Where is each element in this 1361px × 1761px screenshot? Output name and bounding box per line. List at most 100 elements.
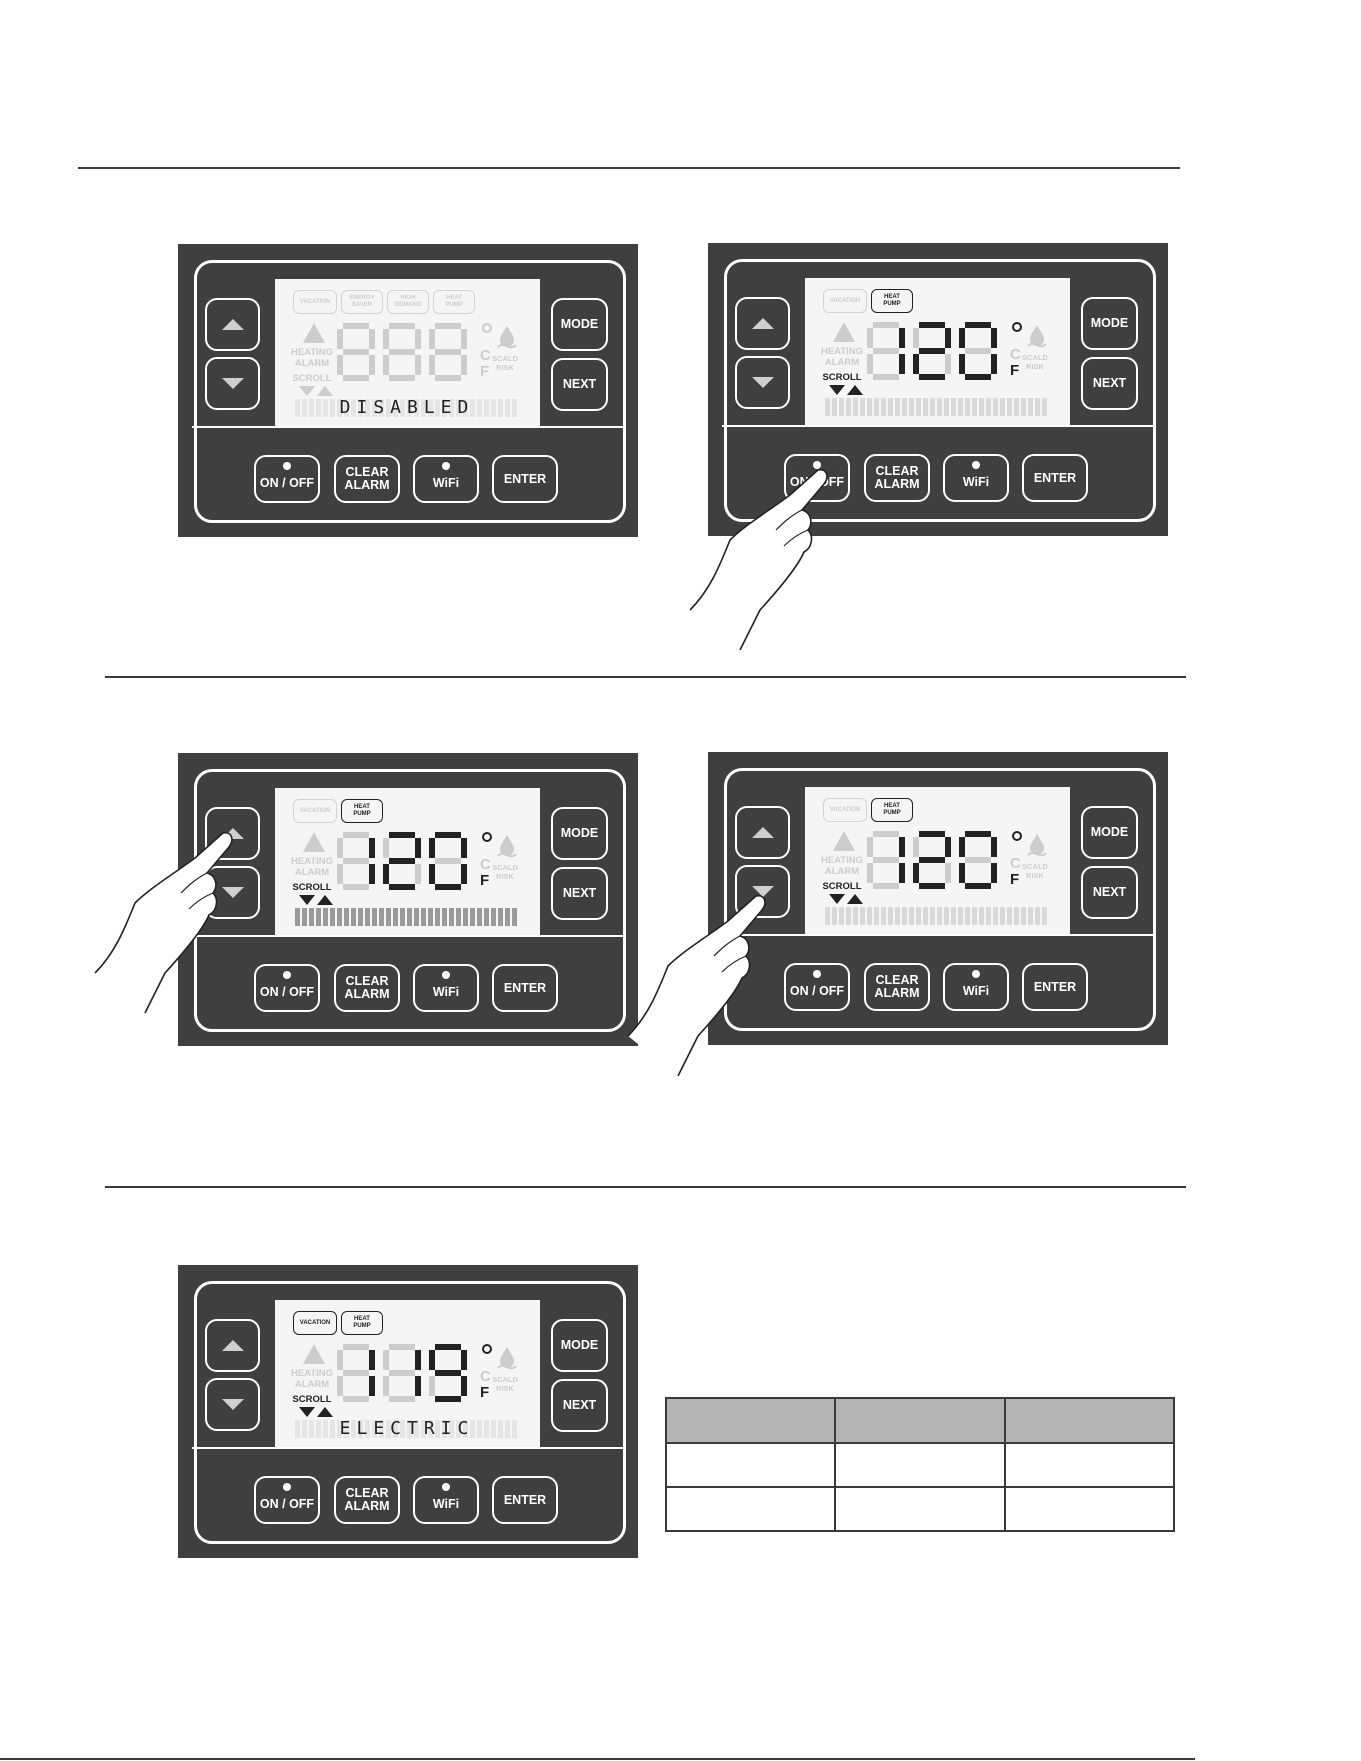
scroll-arrows-icon <box>299 895 333 905</box>
matrix-cell <box>505 399 510 417</box>
next-button[interactable]: NEXT <box>551 358 608 411</box>
saver-text: SAVER <box>351 302 373 308</box>
up-button[interactable] <box>205 298 260 351</box>
matrix-cell <box>337 908 342 926</box>
panel-divider <box>722 934 1154 936</box>
digit-segment <box>389 884 415 890</box>
matrix-cell <box>505 1420 510 1438</box>
digit-segment <box>461 329 467 349</box>
table-header-cell <box>664 1397 837 1444</box>
up-button[interactable] <box>205 1319 260 1372</box>
matrix-cell <box>874 907 879 925</box>
vacation-indicator: VACATION <box>293 1311 337 1335</box>
digit-segment <box>369 329 375 349</box>
down-button[interactable] <box>205 1378 260 1431</box>
digit-segment <box>389 858 415 864</box>
enter-button[interactable]: ENTER <box>492 455 558 503</box>
next-button[interactable]: NEXT <box>551 867 608 920</box>
table-header-cell <box>1003 1397 1176 1444</box>
digit-segment <box>435 832 461 838</box>
digit-segment <box>389 375 415 381</box>
digit-segment <box>899 328 905 348</box>
on-off-button[interactable]: ON / OFF <box>254 455 320 503</box>
matrix-cell <box>386 399 391 417</box>
scald-risk-icon <box>1027 834 1047 857</box>
digit-segment <box>389 349 415 355</box>
matrix-cell <box>407 1420 412 1438</box>
enter-label: ENTER <box>503 471 547 486</box>
wifi-button[interactable]: WiFi <box>943 454 1009 502</box>
scroll-text: SCROLL <box>292 373 332 384</box>
enter-button[interactable]: ENTER <box>492 964 558 1012</box>
vacation-text: VACATION <box>299 1319 331 1326</box>
next-button[interactable]: NEXT <box>1081 866 1138 919</box>
pointing-hand-icon <box>689 468 828 651</box>
digit-segment <box>965 374 991 380</box>
panel-divider <box>192 935 624 937</box>
scroll-arrows-icon <box>829 894 863 904</box>
temperature-value <box>275 279 276 280</box>
matrix-cell <box>470 1420 475 1438</box>
wifi-button[interactable]: WiFi <box>413 964 479 1012</box>
mode-button[interactable]: MODE <box>1081 806 1138 859</box>
digit-segment <box>965 883 991 889</box>
wifi-button[interactable]: WiFi <box>943 963 1009 1011</box>
clear-label-line2: ALARM <box>344 1499 390 1513</box>
table-row <box>664 1442 1176 1488</box>
panel-bezel <box>194 1281 626 1544</box>
on-off-button[interactable]: ON / OFF <box>254 1476 320 1524</box>
matrix-cell <box>1021 398 1026 416</box>
panel-bezel <box>194 260 626 523</box>
up-button[interactable] <box>735 297 790 350</box>
next-button[interactable]: NEXT <box>1081 357 1138 410</box>
digit-segment <box>429 1376 435 1396</box>
down-button[interactable] <box>205 357 260 410</box>
matrix-cell <box>449 1420 454 1438</box>
mode-button[interactable]: MODE <box>551 298 608 351</box>
mode-button[interactable]: MODE <box>551 1319 608 1372</box>
mode-button[interactable]: MODE <box>551 807 608 860</box>
down-arrow-icon <box>221 378 244 389</box>
wifi-button[interactable]: WiFi <box>413 455 479 503</box>
digit-segment <box>435 375 461 381</box>
wifi-indicator-icon <box>972 970 980 978</box>
enter-button[interactable]: ENTER <box>1022 963 1088 1011</box>
digit-segment <box>415 1350 421 1370</box>
info-table <box>664 1397 1176 1532</box>
temperature-digits <box>867 831 997 889</box>
matrix-cell <box>491 399 496 417</box>
scald-text: SCALD <box>492 1375 518 1384</box>
enter-button[interactable]: ENTER <box>1022 454 1088 502</box>
matrix-cell <box>323 1420 328 1438</box>
digit-segment <box>343 349 369 355</box>
wifi-button[interactable]: WiFi <box>413 1476 479 1524</box>
matrix-cell <box>358 908 363 926</box>
table-cell <box>664 1442 837 1488</box>
matrix-cell <box>986 398 991 416</box>
digit-segment <box>389 1370 415 1376</box>
fahrenheit-indicator: F <box>1010 362 1020 379</box>
down-button[interactable] <box>735 356 790 409</box>
matrix-cell <box>379 1420 384 1438</box>
up-button[interactable] <box>735 806 790 859</box>
mode-button[interactable]: MODE <box>1081 297 1138 350</box>
scroll-label: SCROLL <box>819 372 865 383</box>
on-off-button[interactable]: ON / OFF <box>254 964 320 1012</box>
next-button[interactable]: NEXT <box>551 1379 608 1432</box>
matrix-cell <box>414 908 419 926</box>
wifi-label: WiFi <box>962 474 990 489</box>
section-rule-top <box>78 167 1180 169</box>
on-off-button[interactable]: ON / OFF <box>784 963 850 1011</box>
clear-label-line1: CLEAR <box>875 464 919 478</box>
matrix-cell <box>979 398 984 416</box>
digit-segment <box>383 329 389 349</box>
enter-button[interactable]: ENTER <box>492 1476 558 1524</box>
pump-text: PUMP <box>883 810 901 816</box>
